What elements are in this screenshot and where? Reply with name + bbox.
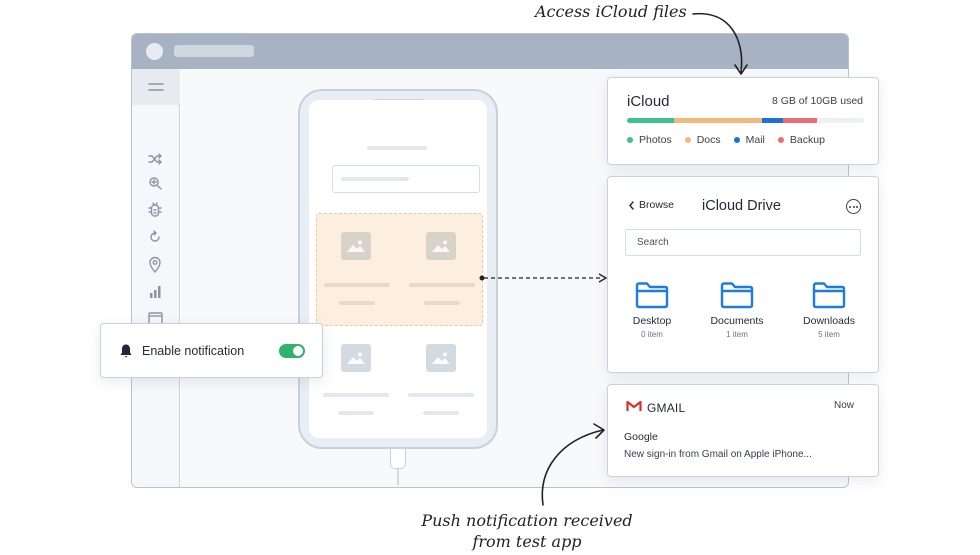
annotation-access-icloud: Access iCloud files [535, 2, 687, 21]
notification-app-name: GMAIL [647, 401, 686, 415]
image-placeholder-icon [341, 344, 371, 372]
wireframe-line [339, 301, 375, 305]
enable-notification-label: Enable notification [142, 344, 245, 358]
highlighted-content-area[interactable] [316, 213, 483, 326]
browse-label: Browse [639, 199, 675, 211]
legend-dot [627, 137, 633, 143]
address-bar-placeholder [174, 45, 254, 57]
shuffle-icon[interactable] [144, 149, 166, 169]
storage-usage-bar [627, 118, 864, 123]
icloud-title: iCloud [627, 93, 670, 110]
bug-icon[interactable] [144, 200, 166, 220]
phone-cable-connector [390, 449, 406, 469]
location-pin-icon[interactable] [144, 254, 166, 274]
menu-icon[interactable] [132, 69, 180, 105]
drive-title: iCloud Drive [702, 198, 781, 214]
folder-count: 1 item [726, 330, 748, 339]
phone-screen [309, 100, 487, 438]
storage-segment-docs [674, 118, 763, 123]
legend-item-photos: Photos [627, 134, 672, 146]
notification-toggle[interactable] [279, 344, 305, 358]
legend-label: Docs [696, 134, 721, 146]
toggle-knob [293, 346, 303, 356]
folder-documents[interactable]: Documents 1 item [697, 281, 777, 339]
legend-item-docs: Docs [684, 134, 721, 146]
wireframe-input [332, 165, 480, 193]
wireframe-line [341, 177, 409, 181]
wireframe-line [367, 146, 427, 150]
image-placeholder-icon [426, 232, 456, 260]
wireframe-line [424, 301, 460, 305]
wireframe-line [338, 411, 374, 415]
folder-icon [720, 282, 754, 309]
folder-count: 5 item [818, 330, 840, 339]
legend-item-backup: Backup [777, 134, 825, 146]
rotate-icon[interactable] [144, 227, 166, 247]
bell-icon [120, 344, 132, 358]
browse-back-button[interactable]: Browse [628, 199, 674, 211]
folder-icon [635, 282, 669, 309]
window-control-icon[interactable] [146, 43, 163, 60]
tool-sidebar [132, 69, 180, 487]
folder-icon [812, 282, 846, 309]
legend-label: Photos [639, 134, 672, 146]
legend-dot [733, 137, 740, 143]
window-titlebar [132, 34, 848, 69]
folder-name: Desktop [632, 315, 672, 327]
folder-name: Downloads [803, 315, 855, 327]
icloud-drive-card: Browse iCloud Drive Search Desktop 0 ite… [607, 176, 879, 373]
storage-usage-text: 8 GB of 10GB used [771, 95, 863, 107]
storage-segment-photos [627, 118, 675, 123]
phone-cable [397, 469, 399, 485]
bar-chart-icon[interactable] [144, 282, 166, 302]
zoom-icon[interactable] [144, 173, 166, 193]
chevron-left-icon [629, 200, 634, 210]
phone-mockup [298, 89, 498, 449]
wireframe-line [408, 393, 474, 397]
legend-label: Mail [745, 134, 765, 146]
legend-label: Backup [789, 134, 825, 146]
enable-notification-card: Enable notification [100, 323, 323, 378]
legend-dot [777, 137, 784, 143]
wireframe-line [409, 283, 475, 287]
more-options-icon[interactable] [846, 199, 861, 214]
notification-time: Now [833, 400, 854, 411]
image-placeholder-icon [426, 344, 456, 372]
gmail-push-notification[interactable]: GMAIL Now Google New sign-in from Gmail … [607, 384, 879, 477]
search-input[interactable]: Search [625, 229, 861, 256]
folder-downloads[interactable]: Downloads 5 item [789, 281, 869, 339]
legend-dot [684, 137, 691, 143]
wireframe-line [423, 411, 459, 415]
legend-item-mail: Mail [733, 134, 765, 146]
icloud-storage-card[interactable]: iCloud 8 GB of 10GB used Photos Docs Mai… [607, 77, 879, 165]
annotation-push-notification: Push notification received from test app [412, 510, 642, 552]
folder-desktop[interactable]: Desktop 0 item [612, 281, 692, 339]
wireframe-line [324, 283, 390, 287]
notification-sender: Google [624, 431, 658, 443]
notification-body: New sign-in from Gmail on Apple iPhone..… [624, 449, 812, 460]
storage-segment-mail [762, 118, 784, 123]
annotation-line: from test app [472, 532, 582, 551]
storage-segment-backup [783, 118, 817, 123]
annotation-line: Push notification received [421, 511, 633, 530]
storage-legend: Photos Docs Mail Backup [627, 134, 825, 146]
gmail-icon [626, 400, 642, 411]
folder-name: Documents [710, 315, 764, 327]
wireframe-line [323, 393, 389, 397]
folder-count: 0 item [641, 330, 663, 339]
image-placeholder-icon [341, 232, 371, 260]
